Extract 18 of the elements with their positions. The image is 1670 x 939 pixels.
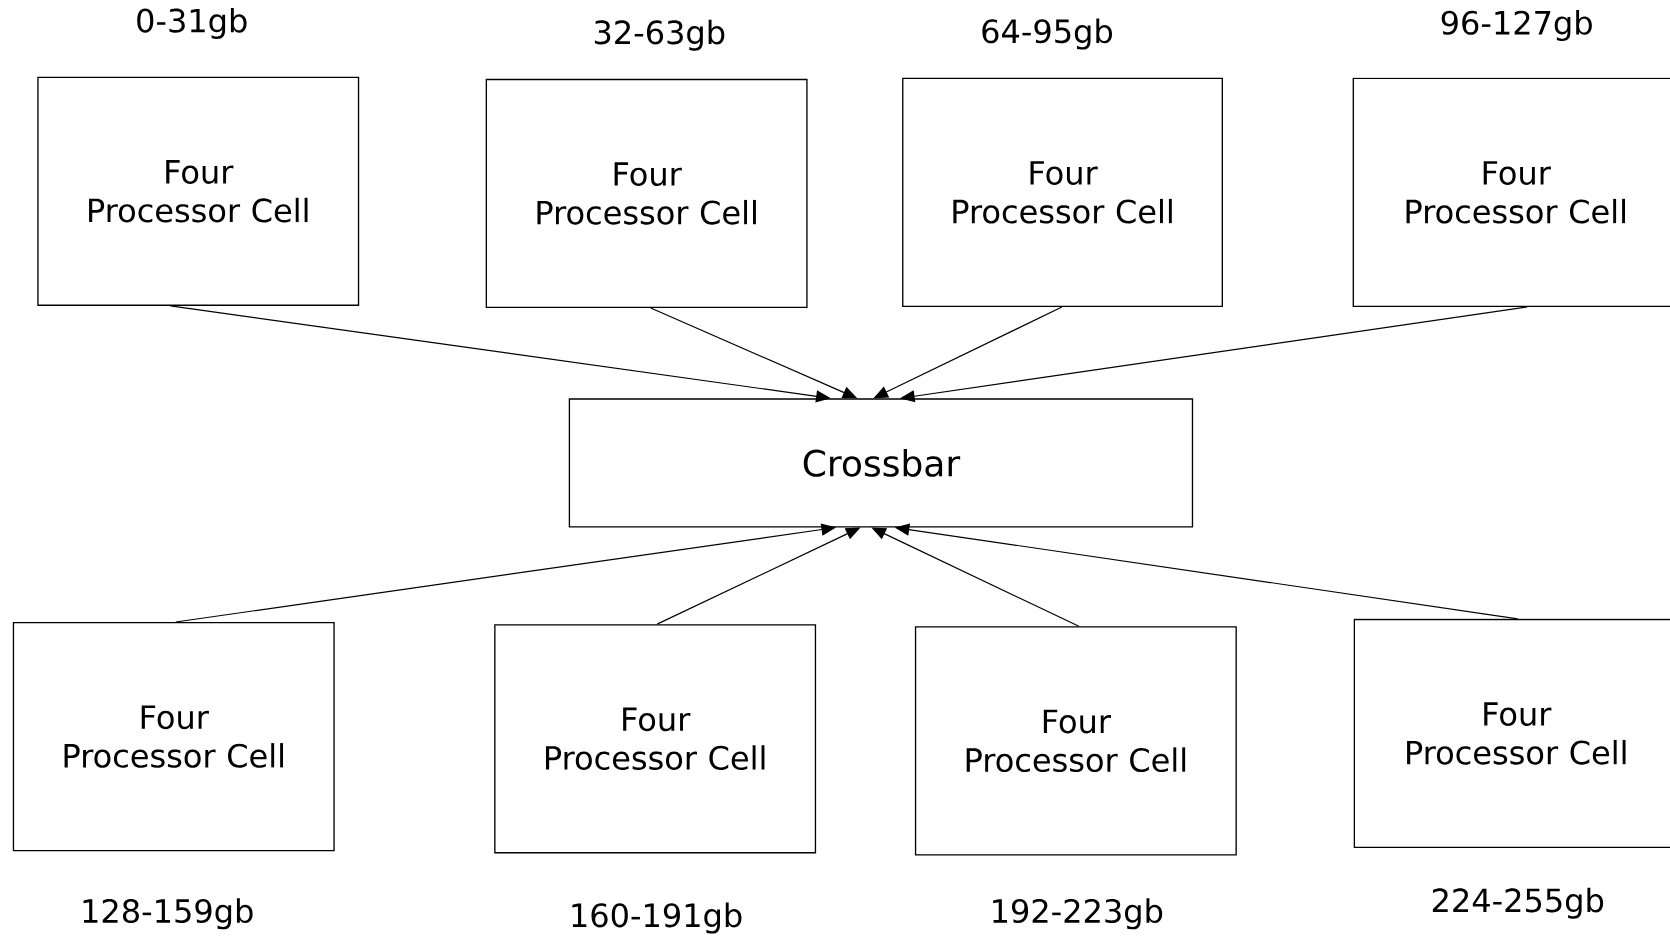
processor-cell-box: Four Processor Cell xyxy=(12,621,335,852)
processor-cell-box: Four Processor Cell xyxy=(1352,77,1670,307)
processor-cell-box: Four Processor Cell xyxy=(1353,618,1670,848)
address-range-label: 224-255gb xyxy=(1432,887,1604,919)
address-range-label: 160-191gb xyxy=(572,902,742,934)
crossbar-box: Crossbar xyxy=(568,398,1194,528)
processor-cell-box: Four Processor Cell xyxy=(914,626,1237,856)
address-range-label: 64-95gb xyxy=(982,18,1112,50)
address-range-label: 32-63gb xyxy=(594,19,725,51)
processor-cell-box: Four Processor Cell xyxy=(494,623,817,854)
address-range-label: 128-159gb xyxy=(83,898,253,930)
processor-cell-box: Four Processor Cell xyxy=(37,76,360,306)
processor-cell-box: Four Processor Cell xyxy=(485,78,808,308)
address-range-label: 192-223gb xyxy=(993,898,1163,930)
arrow xyxy=(900,306,1528,403)
address-range-label: 0-31gb xyxy=(137,7,247,39)
processor-cell-box: Four Processor Cell xyxy=(902,77,1223,307)
address-range-label: 96-127gb xyxy=(1441,9,1592,41)
